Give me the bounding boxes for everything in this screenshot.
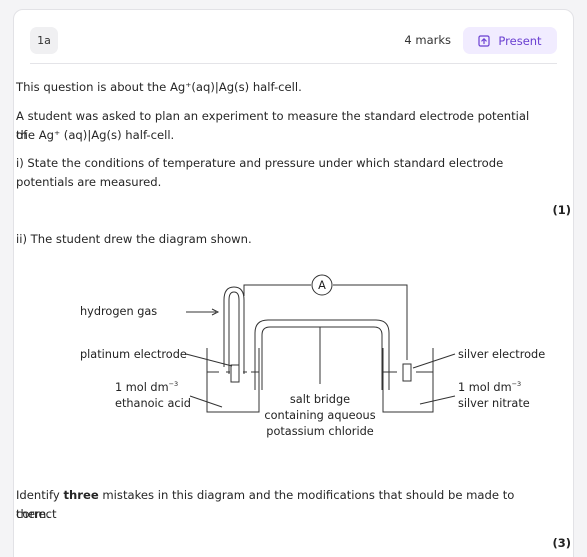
salt-bridge-inner (261, 326, 383, 390)
part-ii-marks: (3) (552, 536, 571, 550)
part-i-marks: (1) (552, 203, 571, 217)
silver-electrode-label: silver electrode (458, 348, 545, 361)
identify-prefix: Identify (16, 488, 64, 502)
present-upload-icon (478, 34, 491, 47)
hydrogen-tube-inner (228, 291, 240, 366)
salt-bridge-outer (254, 319, 390, 390)
right-wire (333, 284, 408, 360)
salt-bridge-label-2: containing aqueous (264, 409, 375, 422)
question-plan-line1: A student was asked to plan an experimen… (16, 109, 530, 142)
silver-pointer (412, 353, 456, 369)
left-wire (243, 284, 311, 296)
salt-bridge-label-3: potassium chloride (266, 425, 373, 438)
identify-rest: mistakes in this diagram and the modific… (16, 488, 515, 521)
left-solution-conc-label: 1 mol dm−3 (115, 380, 178, 394)
left-solution-name-label: ethanoic acid (115, 397, 191, 410)
right-beaker (382, 348, 434, 413)
part-i-line1: i) State the conditions of temperature a… (16, 156, 504, 170)
right-solution-conc-label: 1 mol dm−3 (458, 380, 521, 394)
left-beaker (206, 348, 260, 413)
part-i-line2: potentials are measured. (16, 175, 162, 189)
identify-bold: three (63, 488, 99, 502)
question-number-badge: 1a (30, 27, 58, 54)
identify-line2: them. (16, 507, 51, 521)
hydrogen-tube-outer (223, 286, 245, 374)
left-solution-pointer (189, 395, 223, 408)
present-button[interactable]: Present (463, 27, 557, 54)
marks-label: 4 marks (404, 33, 451, 47)
header-divider (30, 63, 557, 64)
ammeter-circle (311, 274, 333, 296)
right-solution-name-label: silver nitrate (458, 397, 530, 410)
question-card: 1a 4 marks Present (13, 9, 574, 557)
question-plan-line2: the Ag⁺ (aq)|Ag(s) half-cell. (16, 128, 175, 142)
platinum-electrode-label: platinum electrode (80, 348, 187, 361)
identify-line1: Identify three mistakes in this diagram … (16, 486, 536, 524)
hydrogen-gas-label: hydrogen gas (80, 305, 157, 318)
part-ii-text: ii) The student drew the diagram shown. (16, 232, 252, 246)
gas-arrow-head (211, 308, 220, 316)
salt-bridge-label-1: salt bridge (290, 393, 350, 406)
present-label: Present (498, 33, 542, 48)
ammeter-label: A (318, 279, 326, 292)
platinum-pointer (185, 353, 233, 367)
right-solution-pointer (419, 395, 456, 405)
platinum-electrode-shape (230, 364, 240, 383)
question-header: 1a 4 marks Present (30, 27, 557, 55)
question-intro: This question is about the Ag⁺(aq)|Ag(s)… (16, 80, 302, 94)
silver-electrode-shape (402, 363, 412, 382)
